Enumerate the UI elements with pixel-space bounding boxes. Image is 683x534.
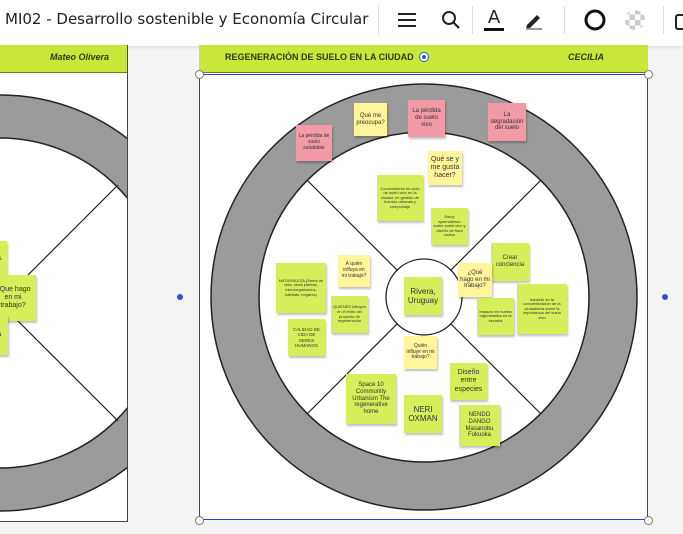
- sticky-note[interactable]: ia: [0, 315, 8, 355]
- connector-dot-left[interactable]: [177, 294, 183, 300]
- sticky-note[interactable]: Conocimiento en ciclo de suelo vivo en l…: [377, 175, 423, 221]
- sticky-note[interactable]: QUIENES influyen en el éxito del proyect…: [331, 296, 368, 333]
- main-frame[interactable]: REGENERACIÓN DE SUELO EN LA CIUDAD CECIL…: [199, 45, 648, 520]
- circle-outline-icon: [584, 9, 606, 31]
- pen-icon: [526, 15, 542, 30]
- sticky-note[interactable]: Impacto en huerta regenerativa en la esc…: [477, 298, 514, 335]
- sticky-note[interactable]: Qué se y me gusta hacer?: [428, 151, 462, 185]
- sticky-note[interactable]: Diseño entre especies: [450, 363, 487, 400]
- sticky-note[interactable]: ¿Que hago en mi trabajo?: [0, 275, 36, 321]
- left-frame-author: Mateo Olivera: [49, 52, 109, 62]
- sticky-note[interactable]: La pérdida de suelo saludable: [296, 125, 332, 161]
- resize-handle-top-left[interactable]: [195, 70, 204, 79]
- selection-border: [199, 74, 648, 520]
- more-tools-button[interactable]: [675, 14, 683, 30]
- text-color-icon: A: [487, 7, 501, 28]
- text-color-swatch: [484, 28, 504, 31]
- toolbar-divider: [378, 6, 379, 34]
- sticky-note[interactable]: NENDO DANGO Masanobu Fukuoka: [459, 405, 500, 446]
- sticky-note[interactable]: Space 10 Community Urbanism The regenera…: [346, 374, 396, 424]
- toolbar-divider: [663, 6, 664, 34]
- sticky-note[interactable]: La degradación del suelo: [488, 103, 526, 141]
- fill-button[interactable]: [621, 6, 649, 34]
- sticky-note[interactable]: CALIDAD DE VIDA DE SERES HUMANOS: [288, 319, 325, 356]
- search-button[interactable]: [437, 6, 465, 34]
- sticky-note[interactable]: Crear conciencia: [491, 243, 529, 281]
- text-color-button[interactable]: A: [480, 6, 508, 34]
- toolbar-divider: [564, 6, 565, 34]
- main-frame-title: REGENERACIÓN DE SUELO EN LA CIUDAD: [225, 52, 414, 62]
- connector-dot-right[interactable]: [662, 294, 668, 300]
- top-toolbar: MI02 - Desarrollo sostenible y Economía …: [0, 0, 683, 47]
- sticky-note[interactable]: ns: [0, 241, 7, 277]
- toolbar-divider: [472, 6, 473, 34]
- sticky-note[interactable]: A quién influya en mi trabajo?: [338, 255, 370, 287]
- left-wheel: [0, 94, 127, 512]
- left-frame-header: Mateo Olivera: [0, 45, 127, 73]
- resize-handle-top-right[interactable]: [644, 70, 653, 79]
- menu-icon: [398, 13, 416, 27]
- sticky-note[interactable]: Quién influye en mi trabajo?: [404, 336, 437, 369]
- center-note[interactable]: Rivera, Uruguay: [404, 277, 442, 315]
- rotate-handle[interactable]: [419, 52, 429, 62]
- stroke-button[interactable]: [581, 6, 609, 34]
- sticky-note[interactable]: Impacto en la concientización de la ciud…: [517, 284, 567, 334]
- search-icon: [442, 11, 460, 29]
- pen-button[interactable]: [520, 6, 548, 34]
- transparency-icon: [625, 10, 645, 30]
- resize-handle-bottom-left[interactable]: [195, 516, 204, 525]
- main-frame-author: CECILIA: [568, 52, 604, 62]
- sticky-note[interactable]: ¿Qué hago en mi trabajo?: [458, 263, 492, 297]
- sticky-note[interactable]: Qué me preocupa?: [354, 103, 387, 136]
- resize-handle-bottom-right[interactable]: [644, 516, 653, 525]
- board-title[interactable]: MI02 - Desarrollo sostenible y Economía …: [5, 10, 369, 28]
- sticky-note[interactable]: NATURALEZA (Seres de vida, otras plantas…: [276, 263, 326, 313]
- sticky-note[interactable]: NERI OXMAN: [404, 395, 442, 433]
- sticky-note[interactable]: Estoy aprendiendo sobre suelo vivo y dis…: [431, 208, 468, 245]
- menu-button[interactable]: [393, 6, 421, 34]
- sticky-note[interactable]: La pérdida de suelo vivo: [408, 100, 445, 137]
- left-frame[interactable]: Mateo Olivera ns ¿Que hago en mi trabajo…: [0, 45, 128, 522]
